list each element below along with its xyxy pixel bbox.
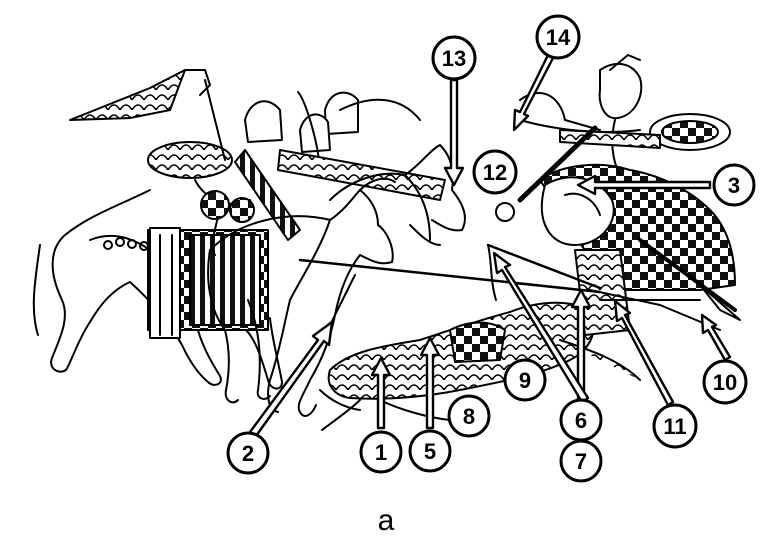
callout-9: 9 xyxy=(505,360,545,400)
callout-2: 2 xyxy=(228,433,268,473)
figure-caption: a xyxy=(378,504,395,537)
callout-13-label: 13 xyxy=(442,46,466,71)
arrow-10 xyxy=(702,315,730,360)
callout-3: 3 xyxy=(714,165,754,205)
callout-11-label: 11 xyxy=(663,414,686,439)
callout-14: 14 xyxy=(537,16,579,58)
callout-11: 11 xyxy=(654,405,696,447)
callout-8-label: 8 xyxy=(463,404,475,429)
callout-8: 8 xyxy=(449,396,489,436)
arrow-14 xyxy=(514,55,553,130)
callout-2-label: 2 xyxy=(242,441,254,466)
callout-14-label: 14 xyxy=(546,25,571,50)
callout-12-label: 12 xyxy=(483,160,507,185)
arrow-2 xyxy=(250,322,332,436)
callout-6: 6 xyxy=(561,400,601,440)
callout-7: 7 xyxy=(561,441,601,481)
callout-10: 10 xyxy=(704,361,746,403)
left-riders-drawing xyxy=(70,70,445,338)
callout-10-label: 10 xyxy=(713,370,737,395)
arrow-13 xyxy=(445,80,463,185)
callout-12: 12 xyxy=(474,151,516,193)
callout-13: 13 xyxy=(433,37,475,79)
callout-5-label: 5 xyxy=(424,439,436,464)
callout-3-label: 3 xyxy=(728,173,740,198)
callout-5: 5 xyxy=(410,431,450,471)
arrow-11 xyxy=(615,301,673,405)
callout-1-label: 1 xyxy=(375,440,387,465)
callout-6-label: 6 xyxy=(575,408,587,433)
callout-7-label: 7 xyxy=(575,449,587,474)
callout-9-label: 9 xyxy=(519,368,531,393)
callout-1: 1 xyxy=(361,432,401,472)
